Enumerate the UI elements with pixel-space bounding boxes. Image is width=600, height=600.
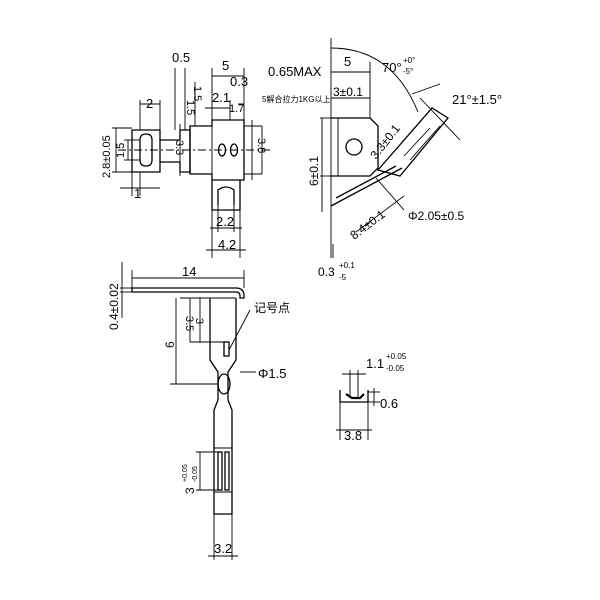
dim-2-8: 2.8±0.05	[101, 135, 113, 178]
dim-0-5: 0.5	[172, 50, 190, 65]
channel-profile	[339, 390, 369, 403]
horizontal-arm	[131, 287, 245, 299]
dim-6: 6	[163, 341, 177, 348]
dim-3-8: 3.8	[255, 138, 267, 153]
dim-0-3: 0.3	[230, 74, 248, 89]
dim-5: 5	[222, 58, 229, 73]
terminal-body	[331, 117, 379, 177]
dim-3-3: 3.3	[173, 140, 185, 155]
dim-0-4: 0.4±0.02	[107, 283, 121, 330]
top-left-view: 0.5 1.5 5 0.3 2 1.5 2.1 1.7 2.8±0.05 1.5…	[101, 50, 270, 258]
dim-phi-1-5: Φ1.5	[258, 366, 286, 381]
dim-1-1-tol-dn: -0.05	[386, 364, 405, 373]
dim-3-slot-tol-up: +0.05	[182, 464, 189, 482]
dim-5: 5	[344, 54, 351, 69]
tab-edge-lower	[330, 167, 403, 207]
dim-0-65max: 0.65MAX	[268, 64, 322, 79]
dim-2-2: 2.2	[216, 214, 234, 229]
slot-right	[224, 451, 230, 491]
angled-blade	[376, 107, 449, 177]
note-pull-force: 5解合拉力1KG以上	[262, 94, 330, 104]
dim-1-7: 1.7	[229, 103, 244, 115]
vertical-body	[209, 298, 237, 515]
bottom-right-view: 1.1 +0.05 -0.05 0.6 3.8	[336, 352, 407, 443]
dim-3-8: 3.8	[344, 428, 362, 443]
main-body	[189, 119, 245, 181]
dim-0-3-tol-dn: -5	[339, 273, 347, 282]
tab-edge-upper	[335, 165, 397, 199]
angle-arc	[330, 47, 419, 113]
dim-70: 70°	[382, 60, 402, 75]
dim-21: 21°±1.5°	[452, 92, 502, 107]
dim-1-1-tol-up: +0.05	[386, 352, 407, 361]
slot-left	[217, 451, 223, 491]
dim-1-5c: 1.5	[115, 143, 127, 158]
dim-3-slot-tol-dn: -0.05	[192, 466, 199, 482]
dim-1-5a: 1.5	[191, 86, 203, 101]
dim-1-5b: 1.5	[184, 100, 196, 115]
dim-3-slot: 3	[183, 487, 197, 494]
dim-3-5: 3.5	[183, 316, 195, 331]
dim-70-tol-up: +0°	[403, 56, 415, 65]
dim-0-6: 0.6	[380, 396, 398, 411]
dim-0-3-tol-up: +0.1	[339, 261, 355, 270]
channel-inner	[345, 393, 365, 400]
tab-slot	[217, 186, 235, 205]
dim-3: 3	[193, 318, 205, 324]
dim-70-tol-dn: -5°	[403, 67, 413, 76]
dim-3-3: 3.3±0.1	[367, 121, 403, 161]
dim-2-1: 2.1	[212, 90, 230, 105]
dim-1-1: 1.1	[366, 356, 384, 371]
mark-note: 记号点	[254, 301, 290, 315]
dim-14: 14	[182, 264, 196, 279]
dim-4-2: 4.2	[218, 237, 236, 252]
dim-6: 6±0.1	[307, 156, 321, 186]
dim-1: 1	[134, 186, 141, 201]
ring-slot	[139, 133, 153, 167]
terminal-hole	[345, 138, 363, 156]
lower-tab	[211, 180, 241, 211]
dim-3: 3±0.1	[333, 85, 363, 99]
ring-outline	[131, 129, 161, 173]
dim-3-2: 3.2	[214, 541, 232, 556]
dim-phi-2-05: Φ2.05±0.5	[408, 209, 465, 223]
bottom-left-view: 0.4±0.02 14 记号点 3.5 3 6 Φ1.5 3 +0.05 -0.…	[107, 262, 290, 560]
mark-point	[223, 341, 230, 357]
dim-0-3: 0.3	[318, 265, 335, 279]
dim-8-4: 8.4±0.1	[347, 207, 388, 242]
top-right-view: 0.65MAX 5 70° +0° -5° 5解合拉力1KG以上 3±0.1 2…	[262, 38, 502, 282]
dim-2: 2	[146, 96, 153, 111]
